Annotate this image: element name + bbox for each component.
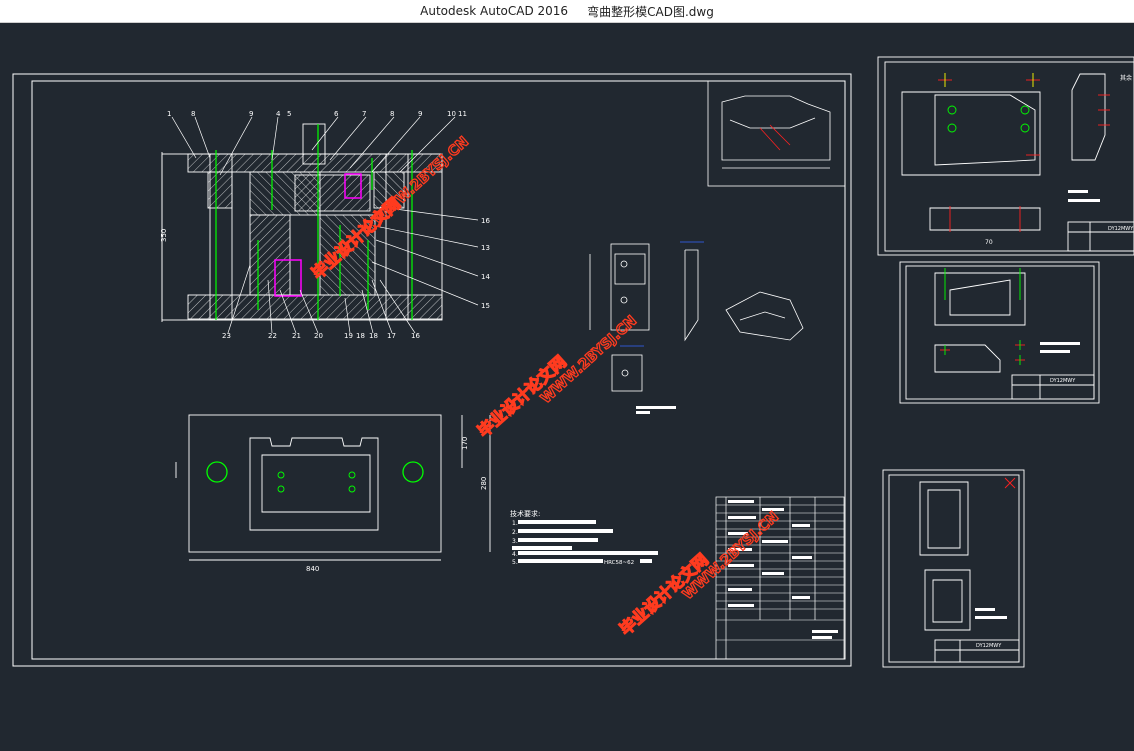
part-number-label: 19 (344, 332, 353, 340)
detail-view-top (707, 80, 846, 187)
part-number-label: 8 (390, 110, 394, 118)
technical-requirements: 技术要求: 1. 2. 3. 4. 5. HRC58~62 (510, 509, 658, 566)
assembly-section-view: 1 8 9 4 5 6 7 8 9 10 11 16 13 14 15 23 2… (160, 110, 490, 340)
part-number-label: 7 (362, 110, 366, 118)
plan-view: 840 280 170 (175, 414, 491, 573)
title-block-label: DY12MWY (1050, 378, 1076, 384)
part-number-label: 4 (276, 110, 281, 118)
dimension-label: 350 (160, 229, 168, 242)
parts-list-table (715, 496, 845, 660)
part-number-label: 13 (481, 244, 490, 252)
sheet-3: DY12MWY (899, 261, 1100, 404)
part-number-label: 9 (418, 110, 422, 118)
part-number-label: 1 (167, 110, 171, 118)
part-number-label: 15 (481, 302, 490, 310)
tech-requirements-title: 技术要求: (510, 509, 540, 518)
part-number-label: 9 (249, 110, 253, 118)
part-number-label: 16 (411, 332, 420, 340)
tech-item: 2. (512, 529, 518, 536)
cad-drawing[interactable]: 1 8 9 4 5 6 7 8 9 10 11 16 13 14 15 23 2… (0, 22, 1134, 751)
part-number-label: 21 (292, 332, 301, 340)
tech-item: 1. (512, 520, 518, 527)
part-number-label: 16 (481, 217, 490, 225)
part-number-label: 20 (314, 332, 323, 340)
part-number-label: 14 (481, 273, 490, 281)
part-number-label: 10 (447, 110, 456, 118)
tech-note-hardness: HRC58~62 (604, 560, 634, 566)
file-name: 弯曲整形模CAD图.dwg (587, 4, 714, 19)
main-sheet (12, 73, 852, 667)
part-number-label: 8 (191, 110, 195, 118)
part-number-label: 6 (334, 110, 339, 118)
tech-item: 5. (512, 559, 518, 566)
title-block-label: DY12MWY (976, 643, 1002, 649)
part-number-label: 22 (268, 332, 277, 340)
sheet-2: 其余 70 DY12MWY (877, 56, 1134, 256)
watermark-group: 毕业设计论文网 WWW.2BYSJ.CN 毕业设计论文网 WWW.2BYSJ.C… (307, 133, 782, 639)
title-block-label: DY12MWY (1108, 226, 1134, 232)
drawing-canvas[interactable]: 1 8 9 4 5 6 7 8 9 10 11 16 13 14 15 23 2… (0, 22, 1134, 751)
part-number-label: 18 (356, 332, 365, 340)
dimension-label: 70 (985, 239, 993, 246)
part-number-label: 11 (458, 110, 467, 118)
sheet2-note: 其余 (1120, 74, 1132, 82)
part-number-label: 23 (222, 332, 231, 340)
tech-item: 3. (512, 538, 518, 545)
part-number-label: 5 (287, 110, 291, 118)
part-number-labels: 1 8 9 4 5 6 7 8 9 10 11 16 13 14 15 23 2… (160, 110, 490, 340)
tech-item: 4. (512, 551, 518, 558)
part-detail-views (589, 241, 804, 414)
part-number-label: 18 (369, 332, 378, 340)
part-number-label: 17 (387, 332, 396, 340)
window-title-bar: Autodesk AutoCAD 2016 弯曲整形模CAD图.dwg (0, 0, 1134, 23)
sheet-4: DY12MWY (882, 469, 1025, 668)
dimension-label: 170 (461, 437, 469, 450)
dimension-label: 280 (480, 477, 488, 490)
app-name: Autodesk AutoCAD 2016 (420, 4, 569, 18)
dimension-label: 840 (306, 565, 319, 573)
